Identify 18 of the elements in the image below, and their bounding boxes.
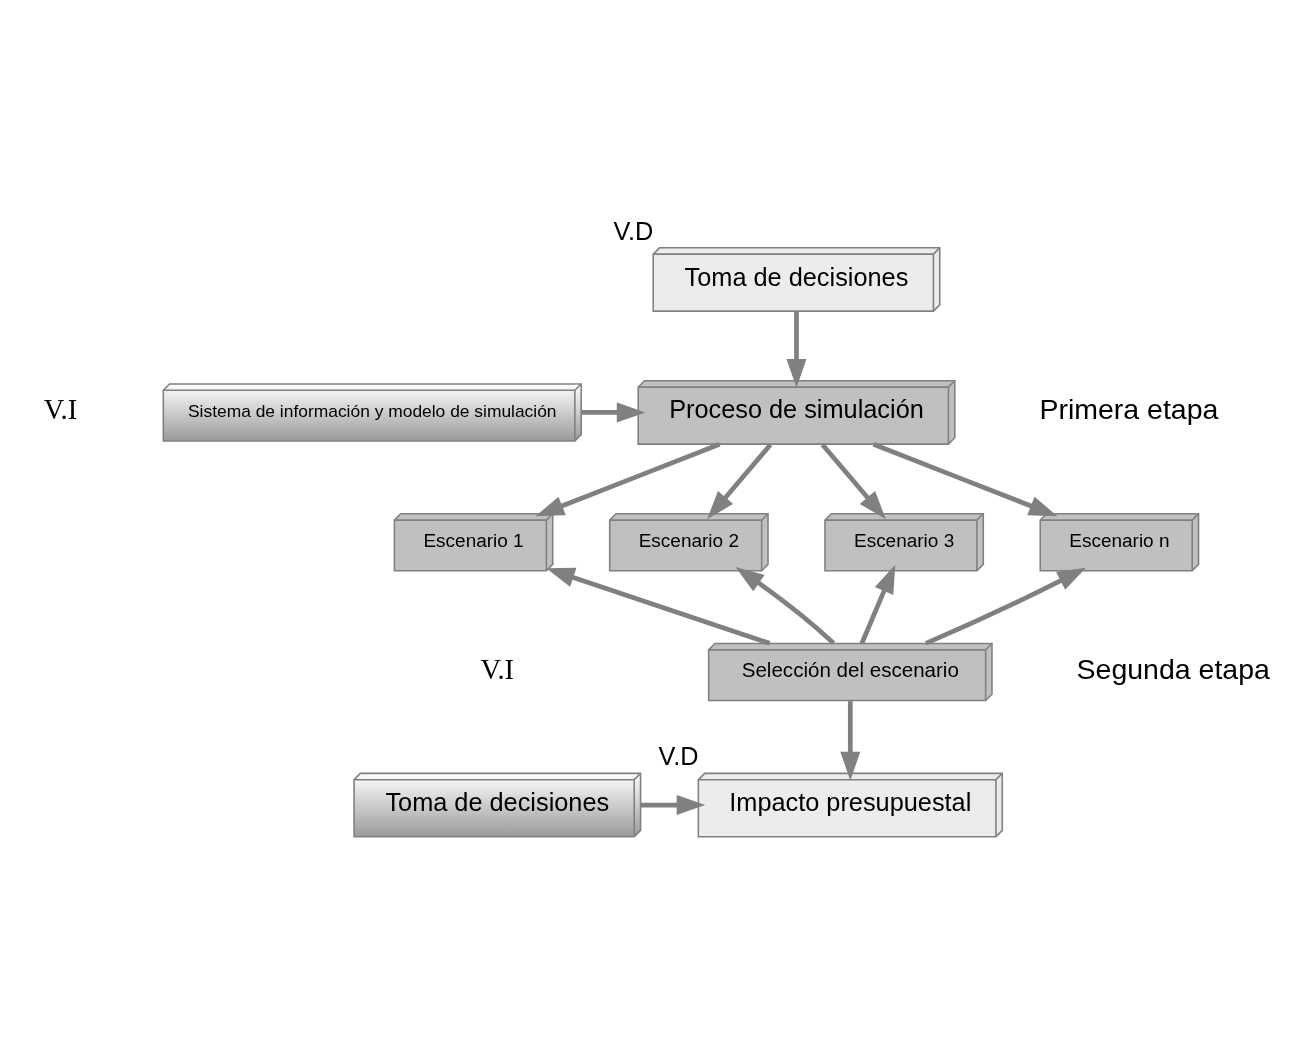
- label: Segunda etapa: [1076, 652, 1270, 685]
- arrow: [640, 794, 706, 815]
- arrow: [535, 441, 721, 516]
- arrow: [786, 310, 807, 388]
- arrow: [820, 442, 886, 519]
- arrow: [581, 401, 646, 422]
- arrow: [872, 441, 1058, 516]
- label: V.I: [43, 393, 78, 425]
- arrow: [924, 567, 1086, 646]
- arrow: [859, 564, 896, 644]
- node-label: V.D: [613, 216, 654, 245]
- arrow: [840, 700, 861, 780]
- arrow: [546, 567, 771, 646]
- arrow: [707, 442, 773, 519]
- label: V.I: [480, 653, 515, 685]
- arrow: [735, 566, 836, 645]
- node-label: V.D: [658, 741, 699, 770]
- label: Primera etapa: [1039, 392, 1219, 425]
